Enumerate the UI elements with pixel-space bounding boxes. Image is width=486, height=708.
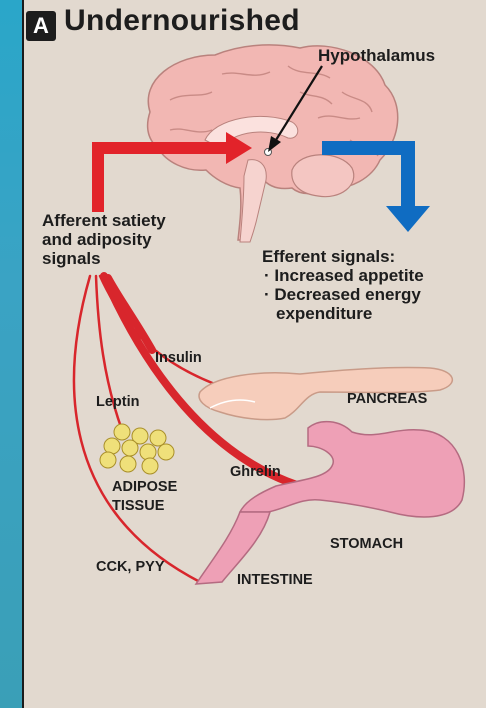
stomach-label: STOMACH <box>330 536 403 552</box>
intestine-label: INTESTINE <box>237 572 313 588</box>
efferent-item-appetite: · Increased appetite <box>262 266 486 285</box>
afferent-line-2: and adiposity <box>42 230 152 249</box>
efferent-signals-label: Efferent signals: · Increased appetite ·… <box>262 247 486 323</box>
adipose-line-1: ADIPOSE <box>112 479 177 495</box>
insulin-label: Insulin <box>155 350 202 366</box>
afferent-line-3: signals <box>42 249 101 268</box>
afferent-line-1: Afferent satiety <box>42 211 166 230</box>
afferent-signals-label: Afferent satiety and adiposity signals <box>42 211 166 268</box>
cck-pyy-label: CCK, PYY <box>96 559 165 575</box>
adipose-line-2: TISSUE <box>112 498 164 514</box>
efferent-item-energy: · Decreased energy expenditure <box>262 285 486 323</box>
panel-label: A <box>26 11 56 41</box>
pancreas-label: PANCREAS <box>347 391 427 407</box>
thick-upper-line <box>108 278 152 350</box>
panel-title: Undernourished <box>64 4 300 38</box>
cerebellum <box>292 155 354 197</box>
ghrelin-label: Ghrelin <box>230 464 281 480</box>
hypothalamus-label: Hypothalamus <box>318 46 435 66</box>
adipose-tissue-label: ADIPOSE TISSUE <box>112 478 177 516</box>
efferent-heading: Efferent signals: <box>262 247 395 266</box>
leptin-label: Leptin <box>96 394 140 410</box>
efferent-arrow-head <box>386 206 430 232</box>
adipose-cells <box>100 424 174 474</box>
